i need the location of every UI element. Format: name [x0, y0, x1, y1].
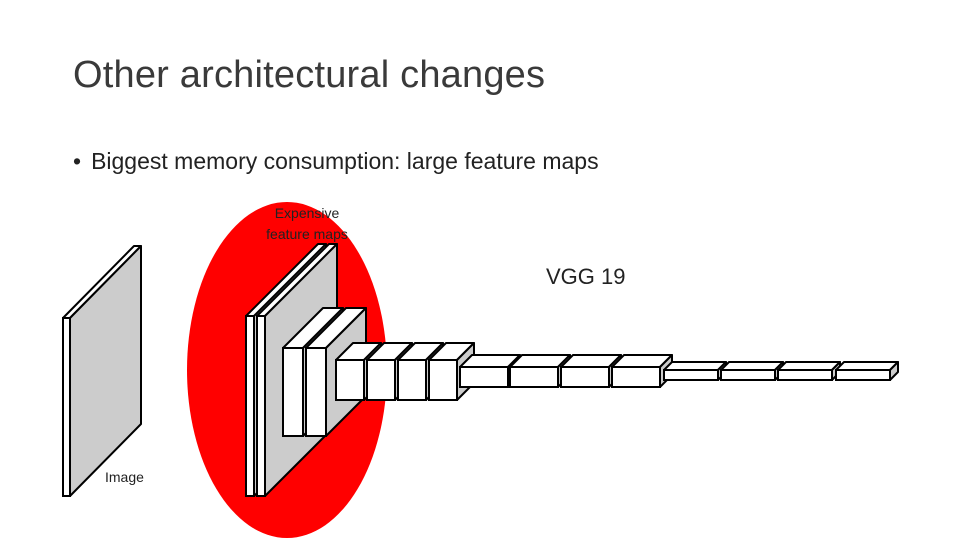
bullet-marker: •	[73, 148, 82, 174]
conv4-feature-map-2	[509, 354, 571, 388]
input-image-slab	[62, 245, 142, 497]
conv5-feature-map-3-top	[777, 361, 841, 371]
conv1-feature-map-2-front	[256, 315, 266, 497]
conv2-feature-map-2-front	[305, 347, 327, 437]
input-image-slab-front	[62, 317, 71, 497]
expensive-feature-maps-label: Expensive feature maps	[266, 205, 348, 242]
conv5-feature-map-1-top	[663, 361, 727, 371]
conv1-feature-map-1-front	[245, 315, 255, 497]
conv5-feature-map-3	[777, 361, 841, 381]
slide-title: Other architectural changes	[73, 54, 546, 96]
network-label: VGG 19	[546, 264, 626, 289]
conv3-feature-map-2-front	[366, 359, 396, 401]
conv4-feature-map-4-front	[611, 366, 661, 388]
conv4-feature-map-2-front	[509, 366, 559, 388]
bullet-text: Biggest memory consumption: large featur…	[91, 148, 599, 174]
conv5-feature-map-4-top	[835, 361, 899, 371]
conv3-feature-map-4-front	[428, 359, 458, 401]
conv5-feature-map-2	[720, 361, 784, 381]
conv5-feature-map-3-front	[777, 369, 833, 381]
conv5-feature-map-4	[835, 361, 899, 381]
conv5-feature-map-2-top	[720, 361, 784, 371]
conv4-feature-map-3-front	[560, 366, 610, 388]
conv5-feature-map-1	[663, 361, 727, 381]
bullet-item: • Biggest memory consumption: large featu…	[73, 148, 599, 175]
conv4-feature-map-1-front	[459, 366, 509, 388]
image-label: Image	[105, 469, 144, 485]
conv5-feature-map-2-front	[720, 369, 776, 381]
conv2-feature-map-1-front	[282, 347, 304, 437]
conv3-feature-map-1-front	[335, 359, 365, 401]
conv5-feature-map-4-front	[835, 369, 891, 381]
conv5-feature-map-1-front	[663, 369, 719, 381]
conv3-feature-map-3-front	[397, 359, 427, 401]
input-image-slab-side	[69, 245, 142, 497]
